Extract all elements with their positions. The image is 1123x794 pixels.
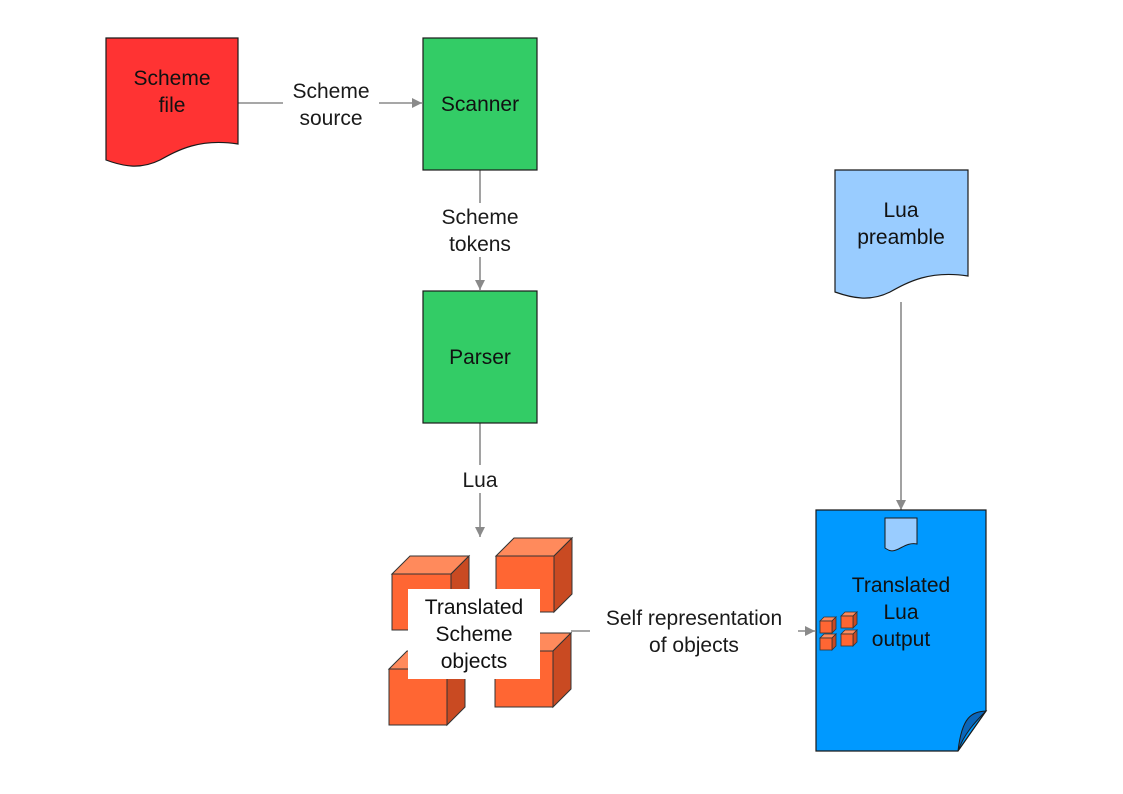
lua-output-page-shape — [815, 509, 987, 752]
edge-label-lua-text: Lua — [462, 469, 497, 492]
small-cubes-icon — [819, 611, 858, 651]
node-lua-output: Translated Lua output — [815, 509, 988, 752]
scanner-label: Scanner — [441, 93, 519, 116]
edge-label-scheme-tokens-line2: tokens — [449, 233, 511, 256]
scheme-objects-label-bg — [408, 589, 540, 679]
scheme-objects-label-line2: Scheme — [435, 623, 512, 646]
lua-output-label-line2: Lua — [883, 601, 918, 624]
edge-label-scheme-source-line1: Scheme — [292, 80, 369, 103]
scheme-objects-label-line3: objects — [441, 650, 508, 673]
edge-label-scheme-source: Scheme source — [283, 77, 379, 131]
scheme-file-document-shape — [105, 37, 239, 167]
edge-label-self-representation-line2: of objects — [649, 634, 739, 657]
lua-output-label-line1: Translated — [852, 574, 950, 597]
edge-label-scheme-tokens-line1: Scheme — [441, 206, 518, 229]
node-scanner: Scanner — [422, 37, 538, 171]
scheme-file-label-line2: file — [159, 94, 186, 117]
parser-label: Parser — [449, 346, 511, 369]
node-scheme-file: Scheme file — [105, 37, 239, 167]
lua-output-label-line3: output — [872, 628, 931, 651]
node-parser: Parser — [422, 290, 538, 424]
edge-label-self-representation: Self representation of objects — [590, 604, 798, 658]
parser-box — [422, 290, 538, 424]
lua-preamble-label-line2: preamble — [857, 226, 945, 249]
node-scheme-objects: Translated Scheme objects — [387, 536, 574, 727]
edge-label-scheme-source-line2: source — [299, 107, 362, 130]
lua-output-page-fold — [957, 710, 988, 752]
scanner-box — [422, 37, 538, 171]
edge-label-scheme-tokens: Scheme tokens — [432, 203, 528, 257]
edge-label-lua: Lua — [455, 465, 505, 493]
edge-label-self-representation-line1: Self representation — [606, 607, 782, 630]
scheme-objects-label-line1: Translated — [425, 596, 523, 619]
scheme-file-label-line1: Scheme — [133, 67, 210, 90]
lua-preamble-label-line1: Lua — [883, 199, 918, 222]
document-icon — [884, 517, 918, 552]
node-lua-preamble: Lua preamble — [834, 169, 969, 299]
lua-preamble-document-shape — [834, 169, 969, 299]
